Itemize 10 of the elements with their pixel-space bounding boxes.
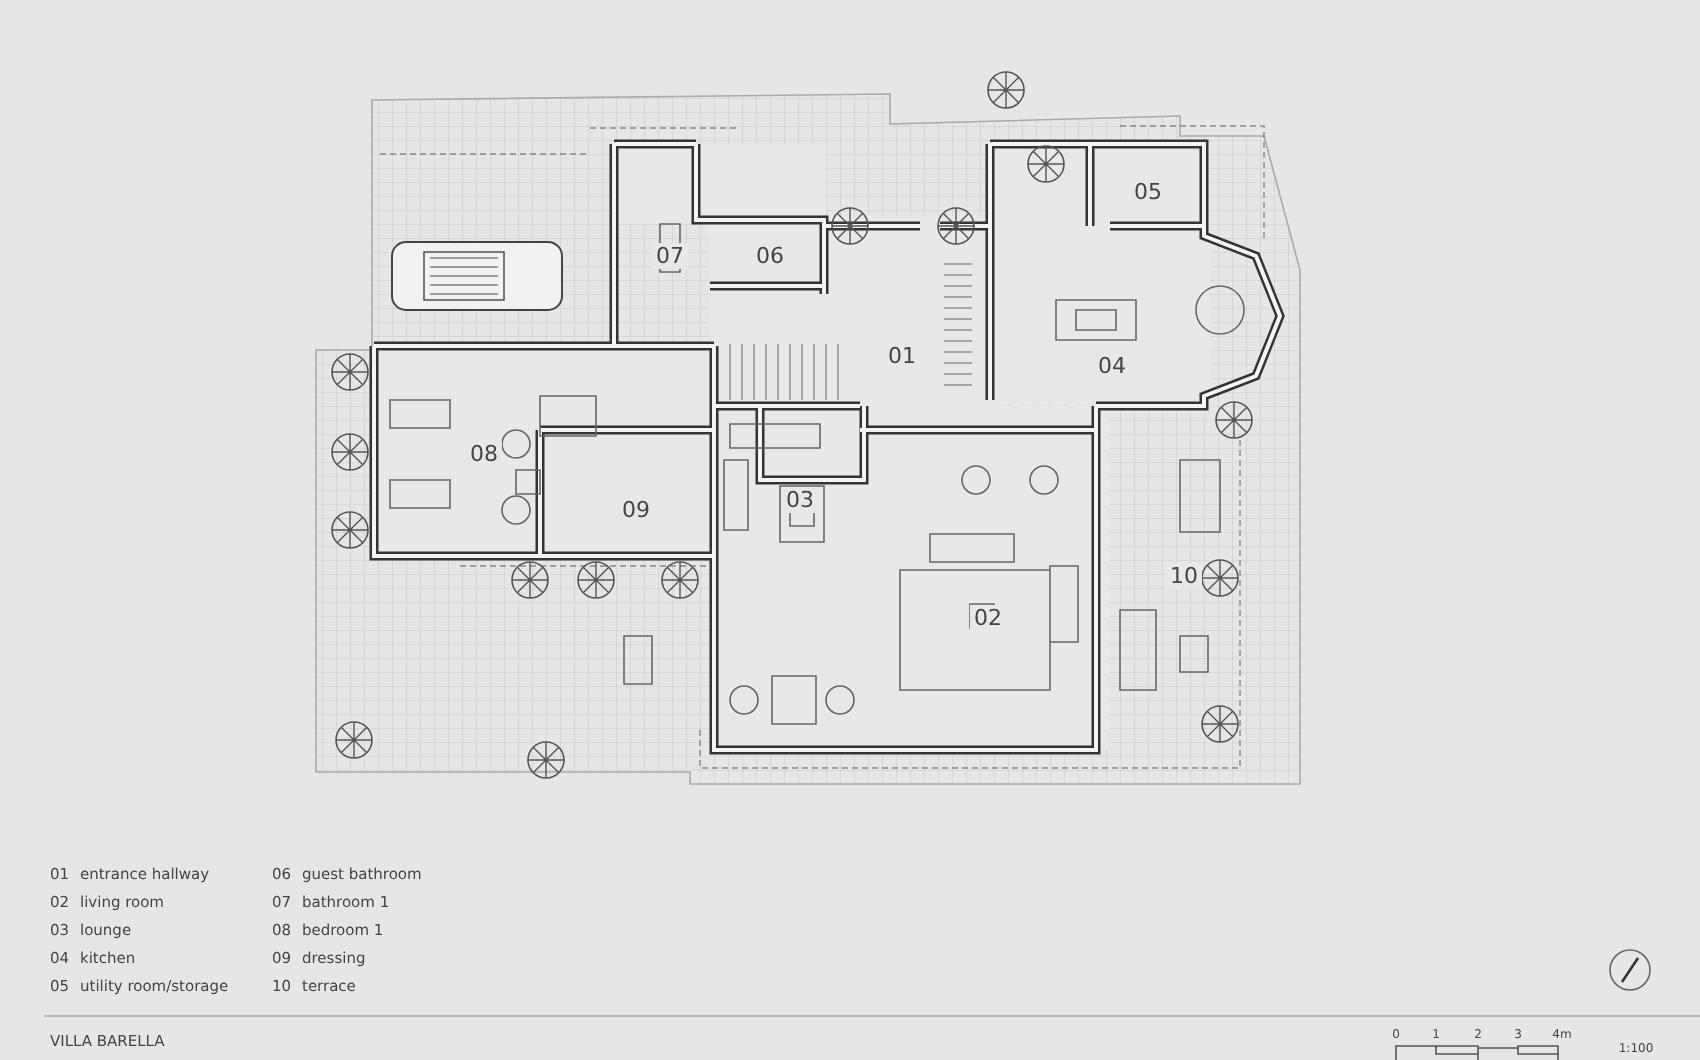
room-number: 06: [752, 243, 788, 269]
room-number: 04: [1094, 353, 1130, 379]
room-number: 07: [652, 243, 688, 269]
room-number: 03: [782, 487, 818, 513]
room-number: 05: [1130, 179, 1166, 205]
room-number: 09: [618, 497, 654, 523]
room-number: 10: [1166, 563, 1202, 589]
room-number: 01: [884, 343, 920, 369]
room-number: 08: [466, 441, 502, 467]
room-number: 02: [970, 605, 1006, 631]
